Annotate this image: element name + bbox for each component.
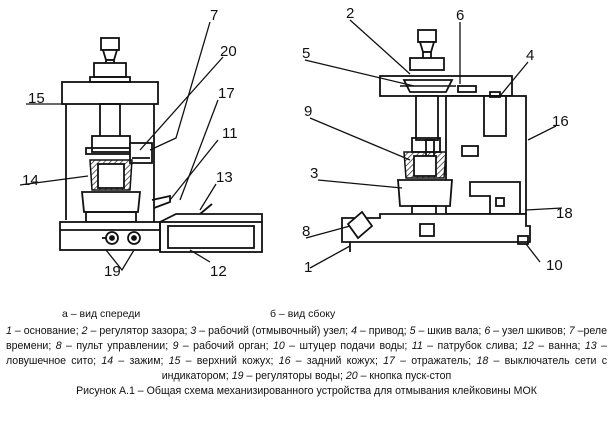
callout-4: 4 bbox=[526, 47, 534, 64]
legend-text: – выключатель сети с индикатором; bbox=[161, 355, 607, 382]
figure-title: Рисунок А.1 – Общая схема механизированн… bbox=[76, 385, 537, 397]
callout-16: 16 bbox=[552, 113, 569, 130]
legend-number: 15 bbox=[168, 355, 181, 367]
legend-number: 11 bbox=[411, 340, 423, 352]
legend-text: – узел шкивов; bbox=[490, 325, 569, 337]
legend-text: – патрубок слива; bbox=[422, 340, 523, 352]
legend-number: 12 bbox=[522, 340, 534, 352]
legend-text: – задний кожух; bbox=[290, 355, 384, 367]
legend-number: 6 bbox=[484, 325, 491, 337]
callout-17: 17 bbox=[218, 85, 235, 102]
legend-number: 2 bbox=[81, 325, 88, 337]
legend-text: – кнопка пуск-стоп bbox=[357, 370, 452, 382]
legend-text: – пульт управлении; bbox=[61, 340, 173, 352]
legend-text: – ловушечное сито; bbox=[6, 340, 608, 367]
legend-text: – верхний кожух; bbox=[180, 355, 279, 367]
legend-number: 19 bbox=[231, 370, 244, 382]
view-labels: а – вид спереди б – вид сбоку bbox=[0, 306, 613, 322]
callout-18: 18 bbox=[556, 205, 573, 222]
front-view-drawing bbox=[59, 37, 263, 253]
callout-13: 13 bbox=[216, 169, 233, 186]
legend-text: – основание; bbox=[11, 325, 82, 337]
view-b-label: б – вид сбоку bbox=[270, 308, 336, 320]
callout-14: 14 bbox=[22, 172, 39, 189]
callout-9: 9 bbox=[304, 103, 312, 120]
figure-caption: а – вид спереди б – вид сбоку 1 – основа… bbox=[0, 306, 613, 397]
legend-number: 7 bbox=[568, 325, 575, 337]
legend-text: – привод; bbox=[356, 325, 410, 337]
device-figure: 7 20 15 17 11 14 13 19 12 bbox=[19, 5, 573, 280]
legend-number: 17 bbox=[383, 355, 395, 367]
legend-text: – рабочий орган; bbox=[178, 340, 273, 352]
legend-number: 8 bbox=[55, 340, 62, 352]
legend-text: – ванна; bbox=[533, 340, 585, 352]
side-view-leaders bbox=[304, 19, 563, 269]
callout-1: 1 bbox=[304, 259, 312, 276]
legend-number: 1 bbox=[6, 325, 12, 337]
legend-text: – регулятор зазора; bbox=[87, 325, 191, 337]
callout-20: 20 bbox=[220, 43, 237, 60]
callout-10: 10 bbox=[546, 257, 563, 274]
callout-11: 11 bbox=[222, 125, 238, 142]
legend-number: 5 bbox=[409, 325, 416, 337]
legend-number: 14 bbox=[101, 355, 114, 367]
callout-3: 3 bbox=[310, 165, 318, 182]
legend-text: – регуляторы воды; bbox=[243, 370, 346, 382]
legend-number: 9 bbox=[172, 340, 179, 352]
front-view-leaders bbox=[19, 21, 224, 272]
front-view-labels: 7 20 15 17 11 14 13 19 12 bbox=[22, 7, 238, 280]
legend-text: – рабочий (отмывочный) узел; bbox=[196, 325, 352, 337]
callout-8: 8 bbox=[302, 223, 310, 240]
callout-5: 5 bbox=[302, 45, 310, 62]
parts-legend: 1 – основание; 2 – регулятор зазора; 3 –… bbox=[6, 324, 607, 384]
legend-text: – отражатель; bbox=[394, 355, 477, 367]
legend-text: – шкив вала; bbox=[415, 325, 485, 337]
callout-15: 15 bbox=[28, 90, 45, 107]
legend-number: 10 bbox=[272, 340, 285, 352]
legend-number: 18 bbox=[476, 355, 489, 367]
callout-12: 12 bbox=[210, 263, 227, 280]
callout-2: 2 bbox=[346, 5, 354, 22]
legend-number: 4 bbox=[351, 325, 357, 337]
legend-text: – зажим; bbox=[113, 355, 169, 367]
callout-6: 6 bbox=[456, 7, 464, 24]
callout-7: 7 bbox=[210, 7, 218, 24]
legend-number: 13 bbox=[584, 340, 597, 352]
legend-text: –реле времени; bbox=[6, 325, 607, 352]
legend-number: 3 bbox=[190, 325, 197, 337]
view-a-label: а – вид спереди bbox=[62, 308, 141, 320]
legend-text: – штуцер подачи воды; bbox=[284, 340, 412, 352]
legend-number: 16 bbox=[278, 355, 291, 367]
side-view-drawing bbox=[341, 29, 531, 252]
callout-19: 19 bbox=[104, 263, 121, 280]
side-view-labels: 2 6 5 4 9 16 3 18 8 1 10 bbox=[302, 5, 573, 276]
legend-number: 20 bbox=[345, 370, 358, 382]
